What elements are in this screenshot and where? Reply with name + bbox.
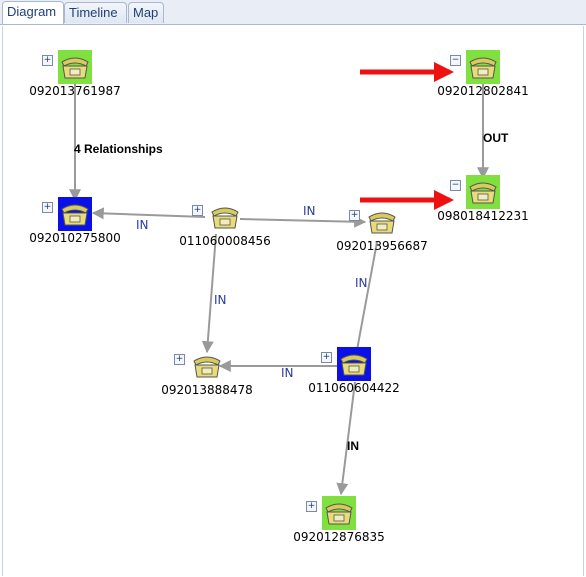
phone-icon (469, 182, 497, 204)
tab-map[interactable]: Map (128, 2, 164, 23)
out-label: OUT (483, 131, 509, 145)
node-tile (58, 197, 92, 231)
relationships-label: 4 Relationships (74, 142, 163, 156)
expand-toggle[interactable]: + (174, 354, 185, 365)
phone-icon (368, 212, 396, 234)
phone-number: 098018412231 (437, 209, 529, 223)
expand-toggle[interactable]: + (192, 205, 203, 216)
phone-icon (61, 204, 89, 226)
node-tile (208, 200, 242, 234)
node-tile (466, 50, 500, 84)
canvas-border (2, 26, 584, 576)
phone-icon (193, 356, 221, 378)
tab-map-label: Map (133, 5, 159, 20)
in-label: IN (303, 204, 316, 218)
in-label: IN (214, 293, 227, 307)
phone-node[interactable]: + 011060008456 (165, 200, 285, 260)
phone-icon (61, 57, 89, 79)
phone-node[interactable]: − 092012802841 (423, 50, 543, 110)
tab-timeline[interactable]: Timeline (64, 2, 127, 23)
phone-node[interactable]: + 092013956687 (322, 205, 442, 265)
edge-n6-n8[interactable] (356, 241, 378, 351)
edge-n5-n6[interactable] (239, 215, 367, 228)
edge-n5-n7[interactable] (201, 233, 217, 354)
node-tile (466, 175, 500, 209)
phone-number: 092013761987 (29, 84, 121, 98)
diagram-canvas[interactable] (0, 25, 586, 577)
collapse-toggle[interactable]: − (450, 55, 461, 66)
node-tile (58, 50, 92, 84)
phone-number: 011060604422 (308, 381, 400, 395)
in-label: IN (281, 366, 294, 380)
edge-n5-n4[interactable] (91, 207, 206, 220)
edge-n8-n9[interactable] (336, 381, 356, 496)
tab-diagram[interactable]: Diagram (2, 1, 64, 24)
expand-toggle[interactable]: + (306, 501, 317, 512)
phone-node[interactable]: + 092010275800 (15, 197, 135, 257)
phone-icon (325, 503, 353, 525)
phone-number: 092013956687 (336, 239, 428, 253)
node-tile (322, 496, 356, 530)
expand-toggle[interactable]: + (321, 352, 332, 363)
phone-number: 092010275800 (29, 231, 121, 245)
in-label: IN (347, 439, 359, 453)
phone-number: 092012876835 (293, 530, 385, 544)
phone-node[interactable]: + 092012876835 (279, 496, 399, 556)
phone-node[interactable]: + 092013761987 (15, 50, 135, 110)
phone-icon (211, 207, 239, 229)
expand-toggle[interactable]: + (42, 55, 53, 66)
node-tile (365, 205, 399, 239)
tab-diagram-label: Diagram (7, 4, 57, 19)
phone-node[interactable]: + 092013888478 (147, 349, 267, 409)
phone-number: 011060008456 (179, 234, 271, 248)
collapse-toggle[interactable]: − (450, 180, 461, 191)
node-tile (337, 347, 371, 381)
expand-toggle[interactable]: + (349, 210, 360, 221)
expand-toggle[interactable]: + (42, 202, 53, 213)
phone-icon (340, 354, 368, 376)
phone-node[interactable]: + 011060604422 (294, 347, 414, 407)
tab-timeline-label: Timeline (69, 5, 118, 20)
node-tile (190, 349, 224, 383)
phone-icon (469, 57, 497, 79)
tab-bar: Diagram Timeline Map (0, 0, 586, 25)
phone-number: 092012802841 (437, 84, 529, 98)
phone-number: 092013888478 (161, 383, 253, 397)
phone-node[interactable]: − 098018412231 (423, 175, 543, 235)
in-label: IN (355, 276, 368, 290)
in-label: IN (136, 218, 149, 232)
